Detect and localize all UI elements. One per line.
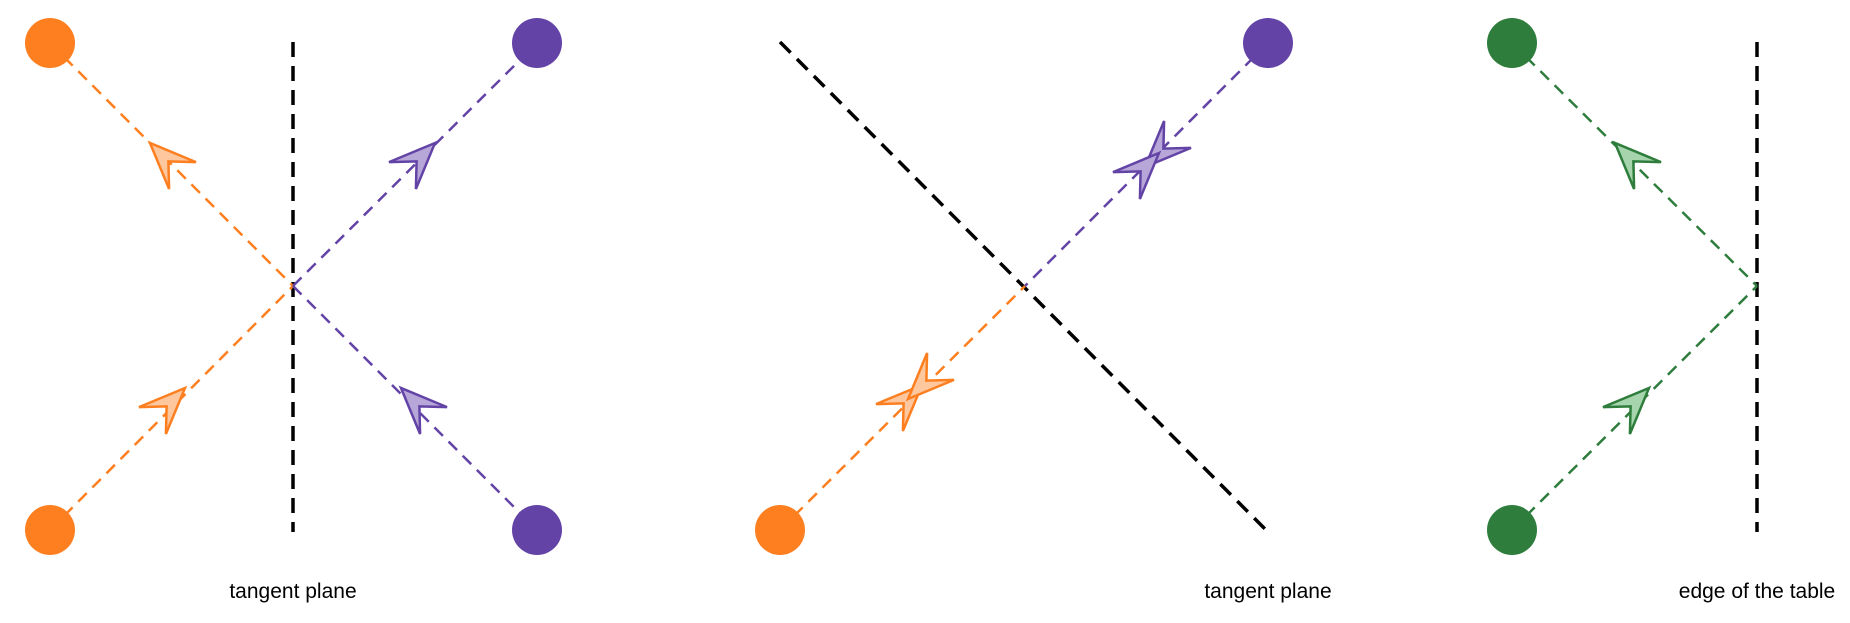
panel-elastic-collision: tangent plane: [25, 18, 562, 603]
caption-tangent-plane: tangent plane: [1204, 580, 1331, 603]
purple-ball-top-right: [1243, 18, 1293, 68]
purple-path-bottom-right: [292, 285, 538, 531]
green-incoming-arrow: [1602, 385, 1652, 435]
orange-incoming-arrow: [138, 385, 188, 435]
orange-ball-bottom-left: [755, 505, 805, 555]
orange-outgoing-arrow: [147, 140, 197, 190]
orange-ball-bottom-left: [25, 505, 75, 555]
panel-head-on-collision: tangent plane: [755, 18, 1332, 603]
orange-ball-top-left: [25, 18, 75, 68]
purple-ball-top-right: [512, 18, 562, 68]
green-outgoing-arrow: [1612, 140, 1662, 190]
caption-edge-of-the-table: edge of the table: [1679, 580, 1835, 603]
green-path-top: [1511, 42, 1758, 287]
orange-path: [779, 285, 1026, 531]
purple-incoming-arrow: [398, 385, 448, 435]
purple-ball-bottom-right: [512, 505, 562, 555]
green-ball-top: [1487, 18, 1537, 68]
purple-outgoing-arrow: [388, 140, 438, 190]
purple-rebound-arrow: [1112, 150, 1162, 200]
purple-path-top-right: [292, 42, 538, 287]
orange-path-bottom-left: [49, 285, 294, 531]
green-ball-bottom: [1487, 505, 1537, 555]
green-path-bottom: [1511, 285, 1758, 531]
orange-path-top-left: [49, 42, 294, 287]
caption-tangent-plane: tangent plane: [229, 580, 356, 603]
orange-rebound-arrow: [905, 352, 955, 402]
panel-cushion-rebound: edge of the table: [1487, 18, 1835, 603]
